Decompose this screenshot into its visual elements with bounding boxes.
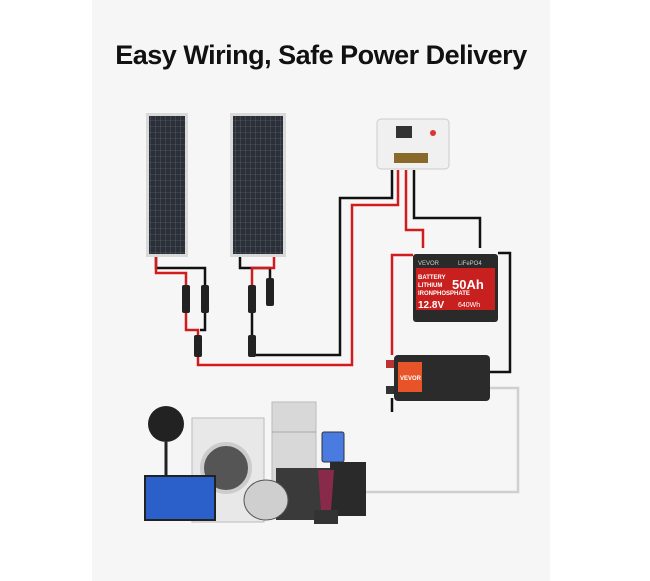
battery-label: LITHIUM — [418, 283, 442, 289]
negative-terminal — [386, 386, 394, 394]
solar-panel — [146, 113, 188, 257]
positive-wire — [184, 170, 400, 367]
fan — [148, 406, 184, 478]
tablet — [321, 431, 345, 463]
ac-wire — [300, 386, 520, 494]
battery: VEVOR LiFePO4 BATTERY LITHIUM IRONPHOSPH… — [413, 254, 498, 322]
blender — [314, 470, 338, 524]
battery-brand: VEVOR — [418, 261, 440, 267]
negative-wire — [490, 251, 512, 374]
microwave — [330, 462, 366, 516]
battery-energy: 640Wh — [458, 302, 480, 309]
battery-capacity: 50Ah — [452, 277, 484, 292]
positive-wire — [390, 253, 413, 355]
inverter: VEVOR — [386, 355, 490, 401]
positive-wire — [250, 255, 276, 290]
inverter-brand: VEVOR — [400, 376, 422, 382]
negative-wire — [200, 310, 207, 332]
positive-wire — [154, 255, 188, 288]
tv — [144, 475, 216, 521]
positive-wire — [404, 170, 425, 248]
positive-terminal — [386, 360, 394, 368]
battery-label: IRONPHOSPHATE — [418, 291, 470, 297]
negative-wire — [412, 170, 482, 248]
battery-voltage: 12.8V — [418, 300, 444, 311]
controller-display — [396, 126, 412, 138]
mc4-connectors — [182, 278, 274, 357]
rice-cooker — [243, 479, 289, 521]
page-title: Easy Wiring, Safe Power Delivery — [115, 40, 527, 70]
indicator-light-icon — [430, 130, 436, 136]
solar-panel — [230, 113, 286, 257]
charge-controller — [376, 118, 450, 170]
negative-wire — [154, 255, 207, 288]
appliances — [144, 401, 366, 524]
battery-label: BATTERY — [418, 275, 446, 281]
terminal-block — [394, 153, 428, 163]
battery-chemistry: LiFePO4 — [458, 261, 482, 267]
